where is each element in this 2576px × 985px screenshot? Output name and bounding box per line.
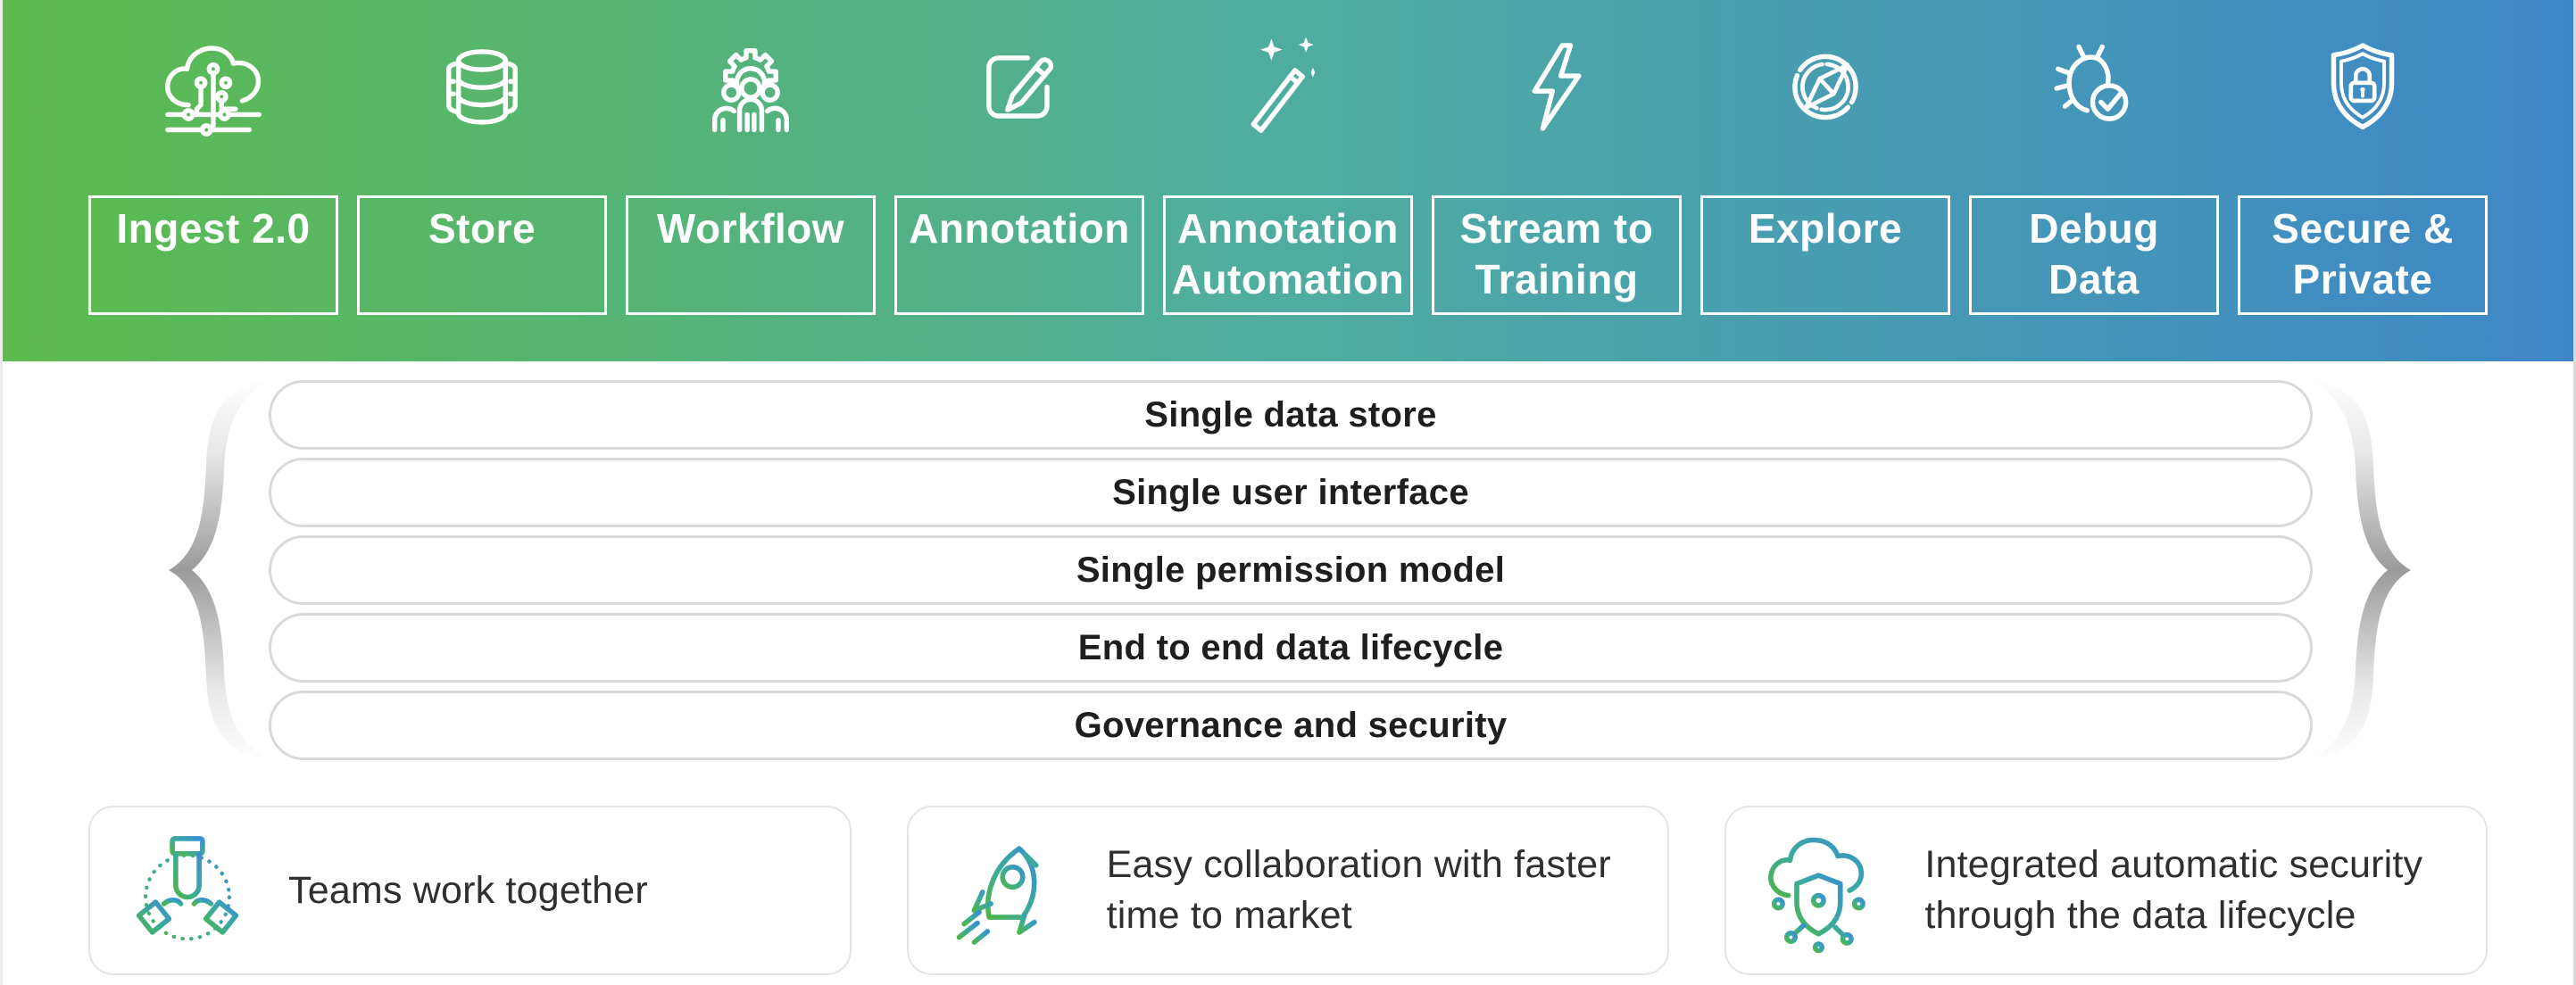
unified-capabilities-section: Single data store Single user interface … [3,361,2573,806]
feature-label: Workflow [656,205,845,252]
feature-stream-to-training: Stream to Training [1432,0,1682,361]
right-brace-decoration [2314,382,2411,758]
capability-label: End to end data lifecycle [1077,627,1504,667]
benefit-card-security: Integrated automatic security through th… [1724,806,2488,975]
benefit-card-collaboration: Easy collaboration with faster time to m… [906,806,1670,975]
hands-together-icon [136,836,239,941]
feature-label: Debug Data [2029,205,2159,302]
secure-cloud-icon [1768,837,1866,954]
feature-store: Store [357,0,607,361]
capability-pill: Single data store [269,380,2313,450]
feature-label-box: Secure & Private [2238,195,2488,315]
capability-pill: End to end data lifecycle [269,613,2313,683]
benefit-text: Integrated automatic security through th… [1924,843,2423,937]
feature-label: Annotation Automation [1171,205,1405,302]
left-brace-decoration [169,382,265,758]
capability-label: Single permission model [1076,550,1506,590]
feature-label-box: Ingest 2.0 [88,195,338,315]
feature-label-box: Annotation Automation [1163,195,1413,315]
feature-label-box: Annotation [894,195,1144,315]
capability-label: Single user interface [1112,472,1469,512]
feature-label-box: Store [357,195,607,315]
edit-pencil-icon [964,36,1075,141]
capability-list: Single data store Single user interface … [269,380,2313,760]
feature-label-box: Stream to Training [1432,195,1682,315]
benefit-text: Easy collaboration with faster time to m… [1106,843,1611,937]
feature-label-box: Debug Data [1969,195,2219,315]
feature-label: Secure & Private [2272,205,2454,302]
feature-label: Annotation [909,205,1130,252]
cloud-circuit-icon [158,36,269,141]
lightning-icon [1501,36,1612,141]
capability-label: Single data store [1144,394,1437,435]
feature-label-box: Workflow [626,195,876,315]
feature-debug-data: Debug Data [1969,0,2219,361]
feature-workflow: Workflow [626,0,876,361]
benefit-text: Teams work together [288,868,648,912]
magic-wand-icon [1233,36,1343,141]
compass-icon [1770,36,1881,141]
platform-feature-banner: Ingest 2.0 Store [3,0,2573,361]
feature-label: Stream to Training [1459,205,1654,302]
feature-label-box: Explore [1700,195,1950,315]
team-gear-icon [695,36,806,141]
feature-label: Store [428,205,536,252]
benefit-card-teams: Teams work together [88,806,852,975]
capability-pill: Governance and security [269,691,2313,760]
feature-annotation: Annotation [894,0,1144,361]
feature-secure-private: Secure & Private [2238,0,2488,361]
feature-label: Ingest 2.0 [116,205,311,252]
feature-label: Explore [1748,205,1903,252]
rocket-icon [956,846,1039,945]
database-icon [427,36,537,141]
capability-pill: Single user interface [269,458,2313,527]
bug-check-icon [2039,36,2149,141]
capability-label: Governance and security [1074,705,1508,745]
benefits-row: Teams work together Easy collaboration w… [88,806,2488,975]
capability-pill: Single permission model [269,535,2313,605]
shield-lock-icon [2307,36,2418,141]
feature-annotation-automation: Annotation Automation [1163,0,1413,361]
feature-ingest: Ingest 2.0 [88,0,338,361]
feature-explore: Explore [1700,0,1950,361]
